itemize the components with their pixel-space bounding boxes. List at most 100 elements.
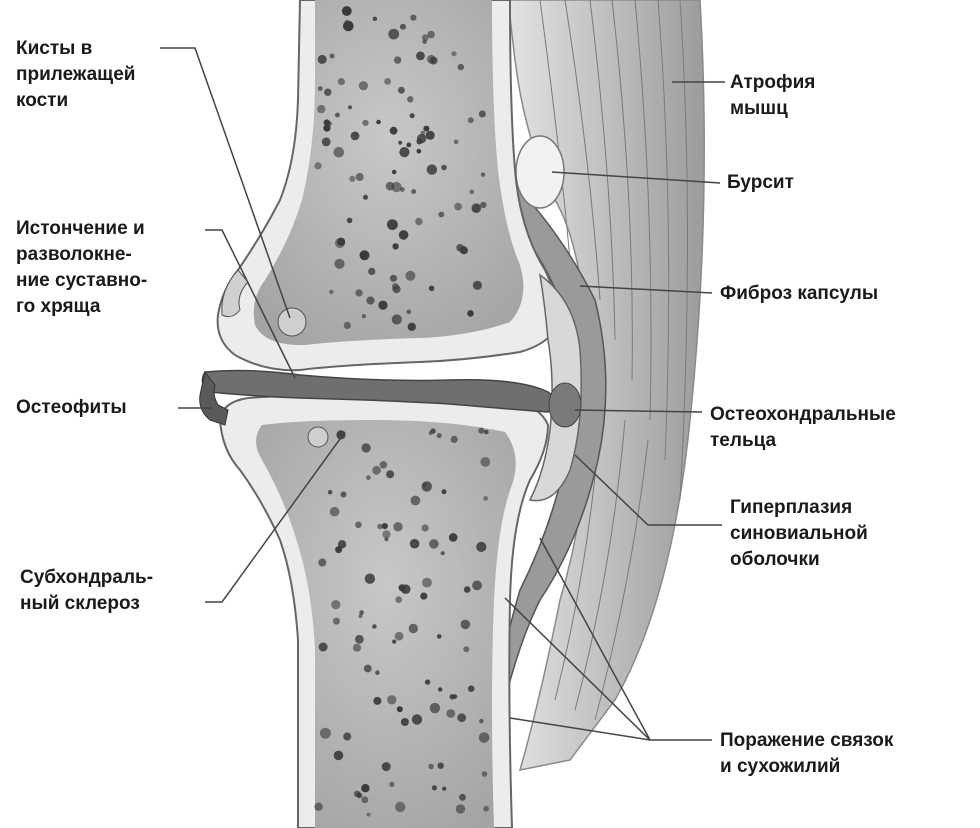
marrow-pore	[401, 718, 409, 726]
marrow-pore	[473, 281, 482, 290]
label-capsule-fibrosis: Фиброз капсулы	[720, 281, 878, 307]
marrow-pore	[378, 301, 387, 310]
label-subchondral-sclerosis: Субхондраль- ный склероз	[20, 565, 153, 617]
label-line: ный склероз	[20, 591, 153, 617]
marrow-pore	[481, 173, 485, 177]
label-osteochondral-bodies: Остеохондральные тельца	[710, 402, 896, 454]
marrow-pore	[467, 310, 474, 317]
marrow-pore	[368, 268, 375, 275]
marrow-pore	[480, 202, 486, 208]
marrow-pore	[411, 496, 421, 506]
marrow-pore	[395, 802, 405, 812]
label-line: прилежащей	[16, 62, 135, 88]
marrow-pore	[388, 29, 399, 40]
marrow-pore	[358, 614, 362, 618]
marrow-pore	[422, 578, 432, 588]
marrow-pore	[361, 784, 369, 792]
marrow-pore	[478, 428, 484, 434]
marrow-pore	[318, 55, 327, 64]
label-bursitis: Бурсит	[727, 170, 794, 196]
marrow-pore	[460, 246, 468, 254]
marrow-pore	[356, 173, 364, 181]
marrow-pore	[398, 141, 402, 145]
marrow-pore	[345, 20, 350, 25]
marrow-pore	[410, 539, 420, 549]
marrow-pore	[421, 131, 426, 136]
marrow-pore	[432, 785, 437, 790]
label-line: Субхондраль-	[20, 565, 153, 591]
marrow-pore	[331, 600, 340, 609]
label-line: ние суставно-	[16, 268, 147, 294]
marrow-pore	[338, 540, 346, 548]
label-line: Остеофиты	[16, 395, 127, 421]
marrow-pore	[373, 17, 377, 21]
marrow-pore	[390, 275, 397, 282]
marrow-pore	[362, 314, 366, 318]
marrow-pore	[427, 55, 436, 64]
marrow-pore	[328, 490, 333, 495]
marrow-pore	[324, 119, 330, 125]
marrow-pore	[397, 706, 403, 712]
marrow-pore	[355, 289, 362, 296]
label-line: тельца	[710, 428, 896, 454]
marrow-pore	[410, 15, 416, 21]
label-line: кости	[16, 88, 135, 114]
marrow-pore	[479, 111, 486, 118]
marrow-pore	[314, 162, 321, 169]
marrow-pore	[484, 430, 489, 435]
marrow-pore	[426, 131, 435, 140]
marrow-pore	[442, 787, 446, 791]
marrow-pore	[479, 732, 490, 743]
marrow-pore	[375, 670, 380, 675]
marrow-pore	[394, 56, 401, 63]
marrow-pore	[364, 665, 372, 673]
marrow-pore	[409, 624, 418, 633]
marrow-pore	[392, 243, 398, 249]
marrow-pore	[373, 697, 381, 705]
marrow-pore	[386, 470, 394, 478]
marrow-pore	[349, 176, 355, 182]
marrow-pore	[354, 791, 360, 797]
marrow-pore	[353, 644, 361, 652]
marrow-pore	[392, 314, 402, 324]
marrow-pore	[407, 96, 413, 102]
label-line: мышц	[730, 96, 815, 122]
marrow-pore	[398, 87, 405, 94]
label-ligament-damage: Поражение связок и сухожилий	[720, 728, 893, 780]
marrow-pore	[367, 813, 371, 817]
label-muscle-atrophy: Атрофия мышц	[730, 70, 815, 122]
marrow-pore	[392, 283, 399, 290]
marrow-pore	[376, 120, 381, 125]
marrow-pore	[380, 461, 388, 469]
marrow-pore	[453, 694, 458, 699]
marrow-pore	[411, 189, 416, 194]
label-osteophytes: Остеофиты	[16, 395, 127, 421]
marrow-pore	[322, 138, 331, 147]
marrow-pore	[437, 433, 442, 438]
marrow-pore	[324, 89, 331, 96]
marrow-pore	[393, 522, 402, 531]
marrow-pore	[377, 524, 383, 530]
marrow-pore	[430, 428, 435, 433]
label-line: Кисты в	[16, 36, 135, 62]
marrow-pore	[459, 794, 466, 801]
marrow-pore	[454, 203, 462, 211]
marrow-pore	[317, 105, 325, 113]
marrow-pore	[438, 687, 442, 691]
marrow-pore	[412, 714, 422, 724]
marrow-pore	[423, 483, 427, 487]
marrow-pore	[366, 296, 374, 304]
marrow-pore	[406, 143, 411, 148]
marrow-pore	[355, 635, 364, 644]
marrow-pore	[408, 323, 416, 331]
marrow-pore	[441, 165, 447, 171]
marrow-pore	[451, 436, 458, 443]
marrow-pore	[470, 190, 475, 195]
marrow-pore	[334, 147, 345, 158]
marrow-pore	[314, 803, 322, 811]
label-line: разволокне-	[16, 242, 147, 268]
marrow-pore	[429, 286, 435, 292]
marrow-pore	[425, 679, 430, 684]
marrow-pore	[337, 238, 345, 246]
marrow-pore	[410, 113, 415, 118]
